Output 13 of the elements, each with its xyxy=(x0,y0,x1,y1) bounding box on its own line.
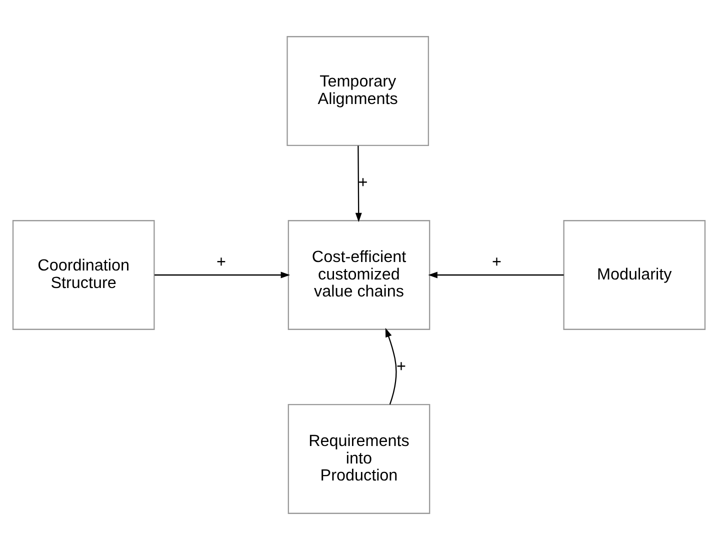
arrow xyxy=(355,145,362,222)
node-box: Temporary Alignments xyxy=(286,36,429,146)
node-box: Requirements into Production xyxy=(288,404,430,514)
edge-label: + xyxy=(358,172,368,191)
arrow xyxy=(385,327,397,404)
edge-label: + xyxy=(396,356,406,375)
arrow xyxy=(154,271,290,278)
edge-label: + xyxy=(492,252,502,271)
node-box: Coordination Structure xyxy=(12,220,155,330)
node-box: Modularity xyxy=(563,220,706,330)
edge-label: + xyxy=(216,252,226,271)
node-box: Cost-efficient customized value chains xyxy=(288,220,430,330)
arrow xyxy=(428,271,564,278)
